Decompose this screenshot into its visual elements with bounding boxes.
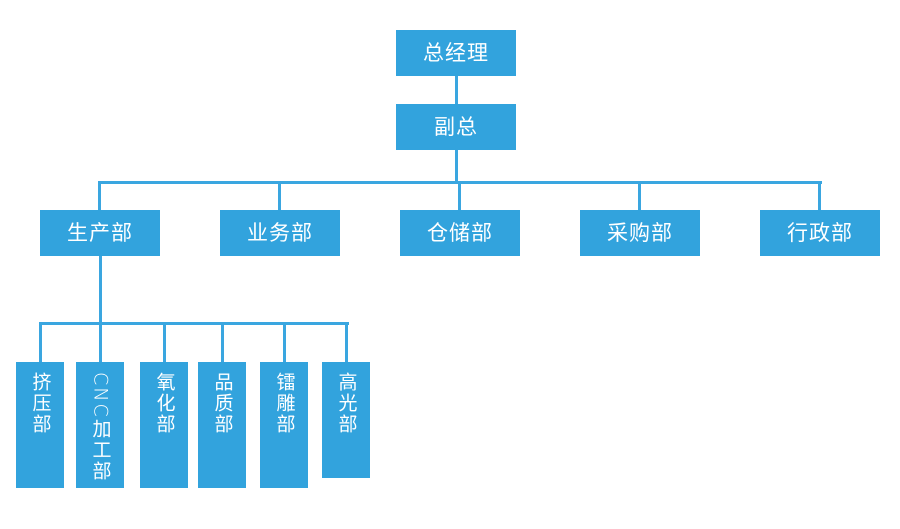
org-node-label-polishing: 高光部 — [335, 372, 358, 435]
org-node-quality[interactable]: 品质部 — [198, 362, 246, 488]
connector-leaf-drop-1 — [99, 322, 102, 362]
org-node-admin[interactable]: 行政部 — [760, 210, 880, 256]
org-node-laser[interactable]: 镭雕部 — [260, 362, 308, 488]
org-node-label-purchasing: 采购部 — [607, 220, 673, 245]
connector-leaf-drop-2 — [163, 322, 166, 362]
connector-leaf-drop-3 — [221, 322, 224, 362]
org-node-label-warehouse: 仓储部 — [427, 220, 493, 245]
org-node-business[interactable]: 业务部 — [220, 210, 340, 256]
connector-leaf-bus — [40, 322, 349, 325]
org-node-anodizing[interactable]: 氧化部 — [140, 362, 188, 488]
org-node-ceo[interactable]: 总经理 — [396, 30, 516, 76]
org-node-vp[interactable]: 副总 — [396, 104, 516, 150]
org-node-polishing[interactable]: 高光部 — [322, 362, 370, 478]
org-node-label-admin: 行政部 — [787, 220, 853, 245]
org-node-production[interactable]: 生产部 — [40, 210, 160, 256]
connector-department-drop-4 — [818, 181, 821, 210]
connector-leaf-drop-4 — [283, 322, 286, 362]
org-node-label-cnc: CNC加工部 — [89, 372, 112, 482]
org-node-label-vp: 副总 — [434, 114, 478, 139]
connector-department-drop-0 — [98, 181, 101, 210]
org-node-warehouse[interactable]: 仓储部 — [400, 210, 520, 256]
org-node-label-production: 生产部 — [67, 220, 133, 245]
org-node-label-quality: 品质部 — [211, 372, 234, 435]
org-node-cnc[interactable]: CNC加工部 — [76, 362, 124, 488]
connector-leaf-drop-5 — [345, 322, 348, 362]
connector-department-drop-3 — [638, 181, 641, 210]
org-node-label-laser: 镭雕部 — [273, 372, 296, 435]
connector-department-drop-1 — [278, 181, 281, 210]
org-node-label-extrusion: 挤压部 — [29, 372, 52, 435]
connector-ceo-to-vp — [455, 76, 458, 104]
connector-department-drop-2 — [458, 181, 461, 210]
org-node-label-business: 业务部 — [247, 220, 313, 245]
connector-production-stem — [99, 256, 102, 322]
org-node-extrusion[interactable]: 挤压部 — [16, 362, 64, 488]
org-node-label-ceo: 总经理 — [423, 40, 489, 65]
connector-leaf-drop-0 — [39, 322, 42, 362]
org-node-purchasing[interactable]: 采购部 — [580, 210, 700, 256]
connector-vp-stem — [455, 150, 458, 181]
org-node-label-anodizing: 氧化部 — [153, 372, 176, 435]
